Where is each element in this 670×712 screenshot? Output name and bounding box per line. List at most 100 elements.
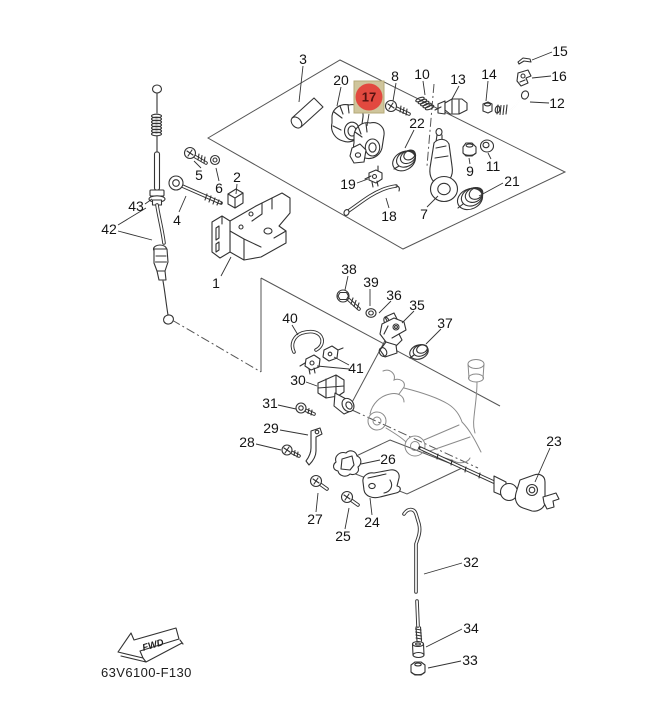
leader-line-25 <box>344 507 350 530</box>
callout-23[interactable]: 23 <box>546 433 562 449</box>
callout-36[interactable]: 36 <box>386 287 402 303</box>
callout-12[interactable]: 12 <box>549 95 565 111</box>
callout-26[interactable]: 26 <box>380 451 396 467</box>
callout-2[interactable]: 2 <box>233 169 241 185</box>
callout-32[interactable]: 32 <box>463 554 479 570</box>
leader-line-40 <box>291 324 299 336</box>
callout-43[interactable]: 43 <box>128 198 144 214</box>
leader-line-14 <box>485 80 489 102</box>
leader-line-5 <box>193 160 202 169</box>
link-13 <box>434 98 468 115</box>
leader-line-16 <box>531 75 552 79</box>
callout-3[interactable]: 3 <box>299 51 307 67</box>
callout-28[interactable]: 28 <box>239 434 255 450</box>
callout-30[interactable]: 30 <box>290 372 306 388</box>
spring-21 <box>456 187 484 211</box>
callout-14[interactable]: 14 <box>481 66 497 82</box>
bushing-11 <box>479 139 495 153</box>
leader-line-2 <box>235 183 238 195</box>
collar-34 <box>411 640 425 659</box>
leader-line-1 <box>220 256 232 277</box>
leader-line-15 <box>531 51 553 61</box>
callout-5[interactable]: 5 <box>195 167 203 183</box>
callout-7[interactable]: 7 <box>420 206 428 222</box>
leader-line-4 <box>178 195 187 213</box>
callout-25[interactable]: 25 <box>335 528 351 544</box>
diagram-code: 63V6100-F130 <box>101 665 192 680</box>
callout-22[interactable]: 22 <box>409 115 425 131</box>
leader-line-13 <box>451 85 460 100</box>
callout-42[interactable]: 42 <box>101 221 117 237</box>
screw-8 <box>384 99 411 116</box>
leader-line-22 <box>404 129 415 149</box>
spring-37 <box>409 344 429 360</box>
leader-line-19 <box>356 178 369 184</box>
callout-39[interactable]: 39 <box>363 274 379 290</box>
throttle-cable <box>148 84 175 325</box>
callout-17[interactable]: 17 <box>362 90 376 105</box>
leader-line-34 <box>425 628 463 648</box>
spring-22 <box>392 149 417 172</box>
leader-line-8 <box>392 82 397 102</box>
callout-16[interactable]: 16 <box>551 68 567 84</box>
callout-29[interactable]: 29 <box>263 420 279 436</box>
washer-6 <box>209 154 221 166</box>
leader-line-27 <box>315 492 319 513</box>
callout-11[interactable]: 11 <box>486 158 501 174</box>
bolt-38 <box>336 289 361 311</box>
leader-line-33 <box>427 660 462 669</box>
callout-40[interactable]: 40 <box>282 310 298 326</box>
cam-17 <box>349 122 385 164</box>
screw-5 <box>183 146 208 165</box>
callout-33[interactable]: 33 <box>462 652 478 668</box>
callout-35[interactable]: 35 <box>409 297 425 313</box>
fwd-arrow-icon: FWD <box>117 627 184 663</box>
engine-outline <box>367 359 485 464</box>
callout-13[interactable]: 13 <box>450 71 466 87</box>
leader-line-28 <box>255 443 282 451</box>
washer-39 <box>365 308 377 318</box>
callout-21[interactable]: 21 <box>504 173 520 189</box>
callout-8[interactable]: 8 <box>391 68 399 84</box>
shift-knob-outline <box>467 359 485 434</box>
shaft-23 <box>418 446 560 512</box>
leader-line-26 <box>360 459 381 465</box>
callout-19[interactable]: 19 <box>340 176 356 192</box>
nut-9 <box>462 142 477 157</box>
leader-line-20 <box>336 86 342 107</box>
parts-drawing <box>148 57 560 676</box>
leader-line-10 <box>422 80 426 96</box>
holder-24 <box>362 469 401 499</box>
bolt-4 <box>168 175 223 206</box>
leader-line-11 <box>487 152 492 160</box>
callout-18[interactable]: 18 <box>381 208 397 224</box>
leader-line-21 <box>478 182 504 197</box>
callout-15[interactable]: 15 <box>552 43 568 59</box>
callout-10[interactable]: 10 <box>414 66 430 82</box>
callout-1[interactable]: 1 <box>212 275 220 291</box>
callout-6[interactable]: 6 <box>215 180 223 196</box>
leader-line-9 <box>468 157 471 165</box>
callout-4[interactable]: 4 <box>173 212 181 228</box>
leader-line-24 <box>369 497 373 516</box>
leader-line-37 <box>425 328 442 345</box>
screw-28 <box>281 444 301 458</box>
callout-20[interactable]: 20 <box>333 72 349 88</box>
leader-line-41 <box>333 356 350 366</box>
callout-24[interactable]: 24 <box>364 514 380 530</box>
callout-37[interactable]: 37 <box>437 315 453 331</box>
callout-38[interactable]: 38 <box>341 261 357 277</box>
callout-27[interactable]: 27 <box>307 511 323 527</box>
callout-31[interactable]: 31 <box>262 395 278 411</box>
screw-25 <box>340 490 360 507</box>
callout-9[interactable]: 9 <box>466 163 474 179</box>
leader-line-17 <box>366 113 370 127</box>
callout-34[interactable]: 34 <box>463 620 479 636</box>
pin-3 <box>290 97 324 129</box>
callout-41[interactable]: 41 <box>348 360 364 376</box>
clamp-16 <box>516 69 532 87</box>
leader-line-12 <box>529 101 550 104</box>
leader-line-3 <box>298 65 304 103</box>
hose-12 <box>494 90 530 116</box>
